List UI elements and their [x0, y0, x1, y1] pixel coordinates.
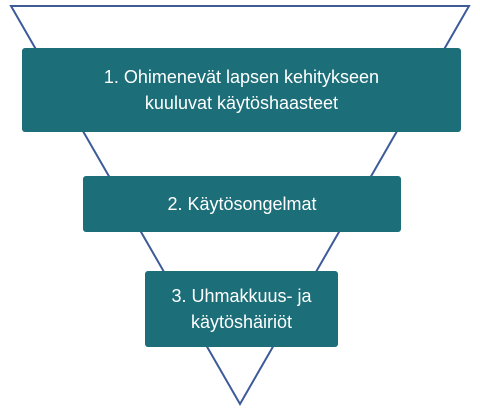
- level-2-label: 2. Käytösongelmat: [167, 194, 317, 214]
- level-1-box: 1. Ohimenevät lapsen kehitykseen kuuluva…: [22, 48, 461, 132]
- level-2-box: 2. Käytösongelmat: [83, 176, 401, 232]
- level-1-label: 1. Ohimenevät lapsen kehitykseen kuuluva…: [103, 67, 380, 113]
- level-3-label: 3. Uhmakkuus- ja käytöshäiriöt: [171, 286, 312, 332]
- level-3-box: 3. Uhmakkuus- ja käytöshäiriöt: [145, 271, 338, 347]
